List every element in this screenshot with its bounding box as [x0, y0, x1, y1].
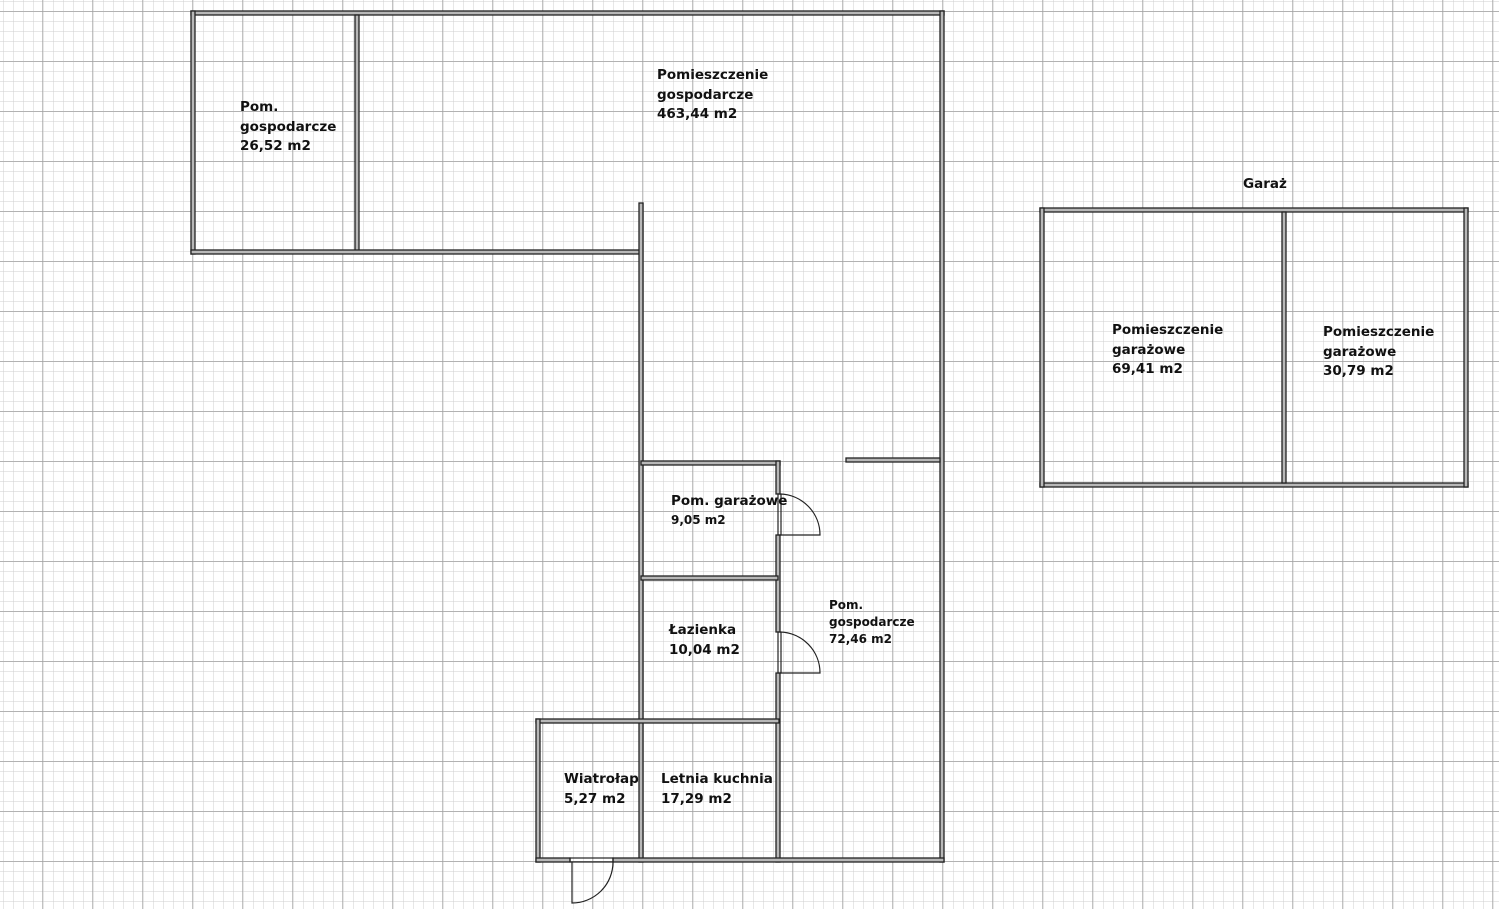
room-area: 69,41 m2 — [1112, 361, 1183, 377]
door-lazienka[interactable] — [777, 631, 821, 674]
room-name: Pom. — [240, 99, 279, 115]
room-label-pom-gospodarcze-small: Pom. gospodarcze 26,52 m2 — [240, 98, 336, 157]
room-label-pom-garazowe: Pom. garażowe 9,05 m2 — [671, 492, 787, 529]
room-area: 10,04 m2 — [669, 641, 740, 658]
room-area: 17,29 m2 — [661, 790, 732, 807]
room-area: 72,46 m2 — [829, 632, 892, 646]
room-name: Pomieszczenie — [657, 67, 769, 83]
door-pom-garazowe[interactable] — [777, 493, 821, 536]
room-name: Łazienka — [669, 622, 737, 638]
room-label-pom-gospodarcze-72: Pom. gospodarcze 72,46 m2 — [829, 597, 915, 648]
room-name: Wiatrołap — [564, 771, 639, 787]
room-name: Pom. — [829, 598, 864, 612]
room-name: gospodarcze — [657, 86, 754, 103]
room-label-pomieszczenie-garazowe-30: Pomieszczenie garażowe 30,79 m2 — [1323, 323, 1434, 382]
room-label-lazienka: Łazienka 10,04 m2 — [669, 621, 740, 660]
door-entrance[interactable] — [569, 857, 614, 904]
room-label-pomieszczenie-gospodarcze: Pomieszczenie gospodarcze 463,44 m2 — [657, 66, 768, 125]
room-name: garażowe — [1112, 341, 1186, 358]
room-area: 30,79 m2 — [1323, 363, 1394, 379]
room-name: gospodarcze — [829, 615, 915, 629]
garage-walls — [1039, 207, 1469, 488]
room-area: 463,44 m2 — [657, 106, 738, 122]
room-area: 9,05 m2 — [671, 512, 726, 527]
room-name: gospodarcze — [240, 118, 337, 135]
room-label-pomieszczenie-garazowe-69: Pomieszczenie garażowe 69,41 m2 — [1112, 321, 1223, 380]
room-name: Pom. garażowe — [671, 493, 788, 509]
room-area: 5,27 m2 — [564, 790, 626, 807]
room-name: Pomieszczenie — [1112, 322, 1224, 338]
building-title-garaz: Garaż — [1243, 176, 1287, 192]
room-name: Pomieszczenie — [1323, 324, 1435, 340]
main-building-walls — [190, 10, 945, 863]
room-name: garażowe — [1323, 343, 1397, 360]
room-area: 26,52 m2 — [240, 138, 311, 154]
room-label-wiatrolap: Wiatrołap 5,27 m2 — [564, 770, 639, 809]
room-label-letnia-kuchnia: Letnia kuchnia 17,29 m2 — [661, 770, 773, 809]
room-name: Letnia kuchnia — [661, 771, 773, 787]
doors — [569, 493, 821, 904]
